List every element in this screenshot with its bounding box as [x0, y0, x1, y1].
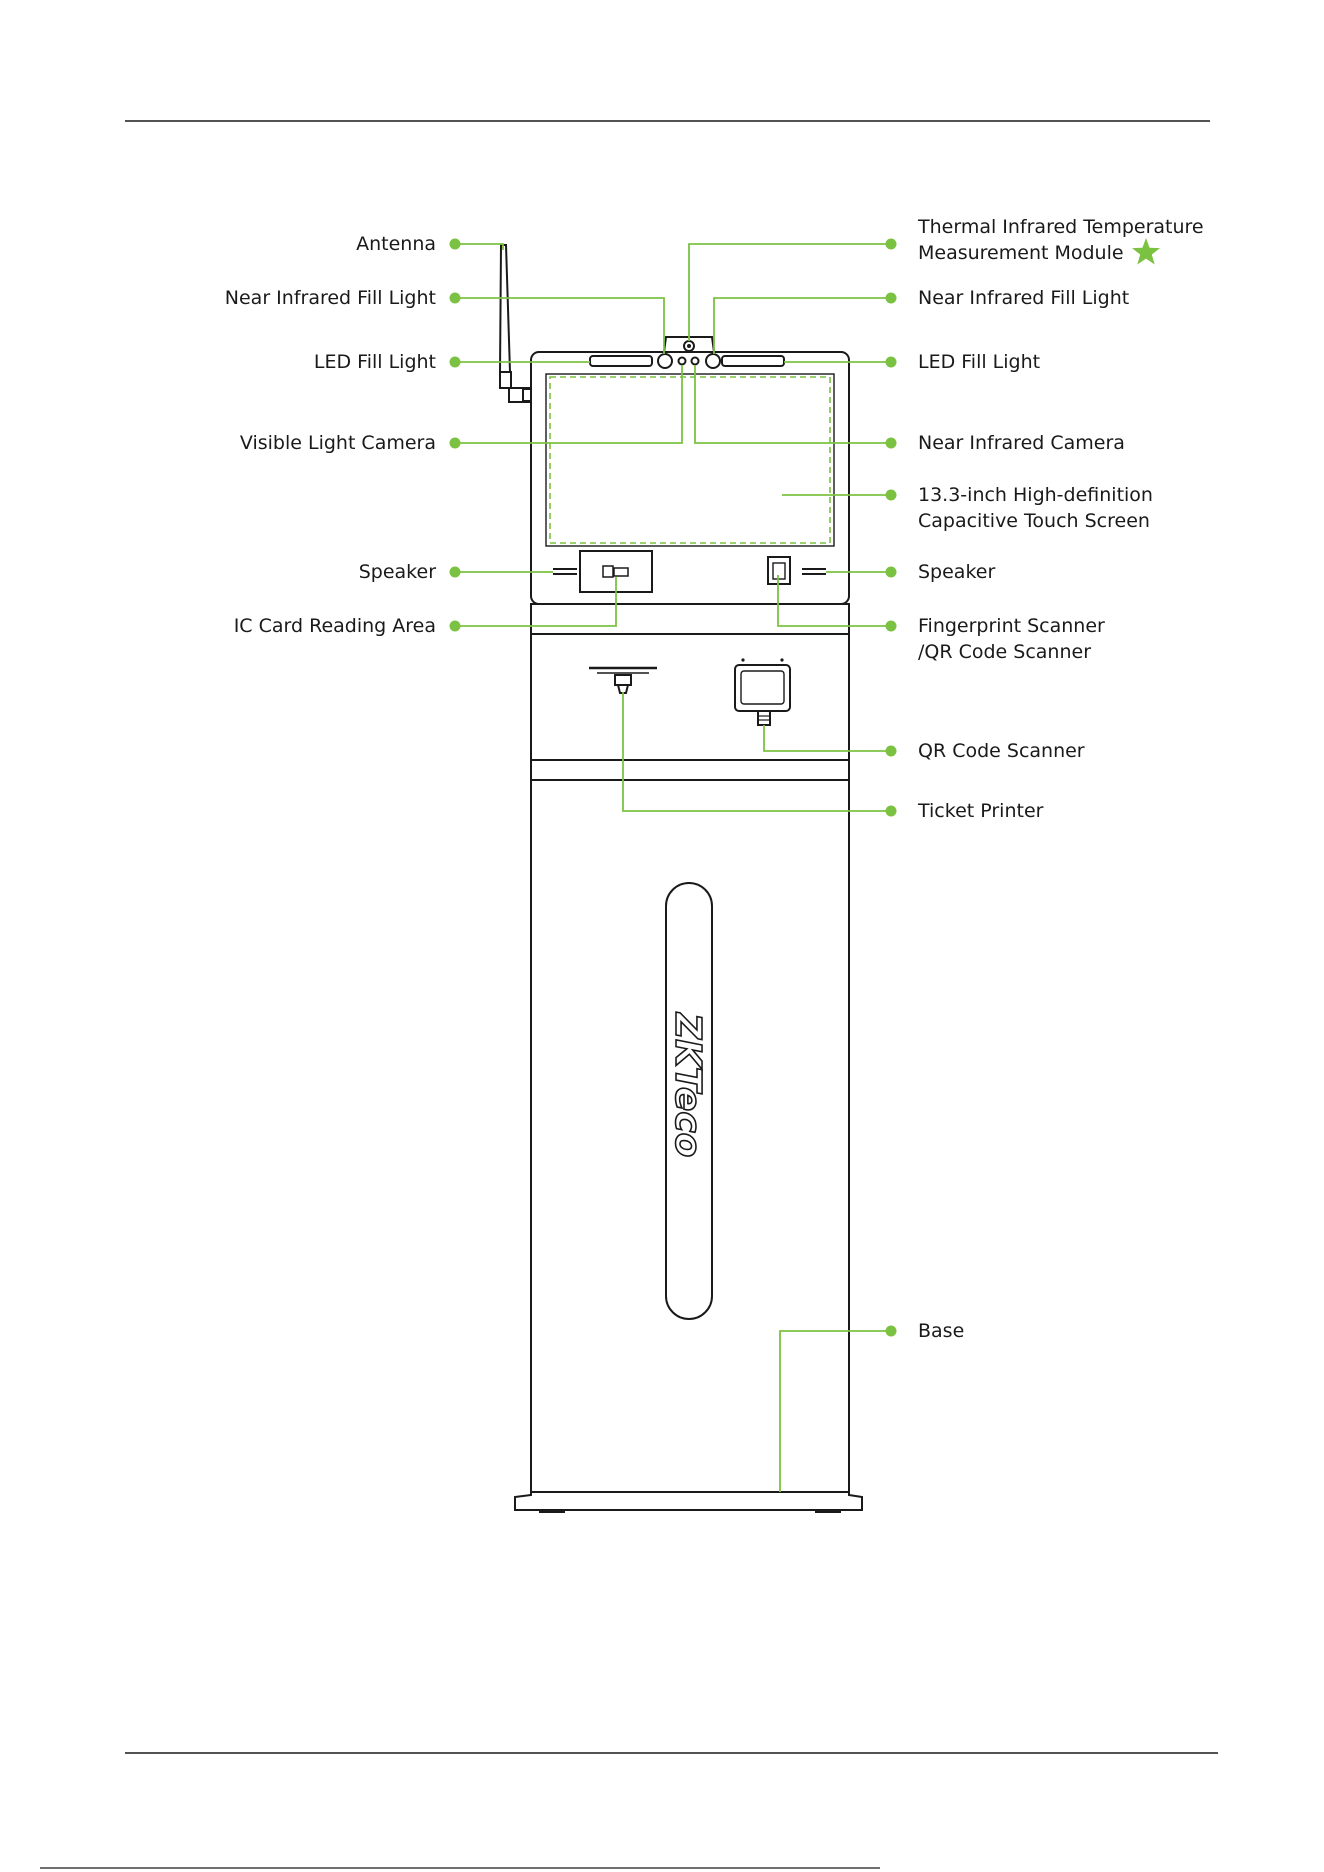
leader-lines [455, 243, 891, 1492]
leader-near-ir-fill-right [713, 297, 891, 354]
brand-logo: ZKTeco [667, 1012, 708, 1157]
label-ic-card: IC Card Reading Area [234, 615, 436, 637]
leader-near-ir-fill-left [455, 297, 665, 354]
label-led-fill-left: LED Fill Light [314, 351, 436, 373]
speaker-grille-left [553, 568, 577, 575]
kiosk-device: ZKTeco [498, 244, 863, 1513]
leader-fingerprint [777, 575, 891, 627]
logo-panel [665, 882, 713, 1320]
label-base: Base [918, 1320, 964, 1342]
ir-fill-light-right-icon [705, 353, 721, 369]
leader-base [779, 1330, 891, 1492]
qr-scanner-housing [734, 658, 791, 726]
ir-camera-icon [690, 356, 700, 366]
label-antenna: Antenna [356, 233, 436, 255]
label-ticket-printer: Ticket Printer [917, 800, 1044, 822]
label-visible-camera: Visible Light Camera [240, 432, 436, 454]
speaker-grille-right [802, 568, 826, 575]
label-speaker-left: Speaker [359, 561, 436, 583]
label-thermal-module-line1: Thermal Infrared Temperature [917, 216, 1204, 238]
led-bar-right [721, 355, 785, 367]
label-touch-screen-line1: 13.3-inch High-definition [918, 484, 1153, 506]
leader-visible-camera [455, 365, 683, 444]
label-near-ir-camera: Near Infrared Camera [918, 432, 1125, 454]
label-thermal-module-line2: Measurement Module [918, 242, 1124, 264]
label-touch-screen-line2: Capacitive Touch Screen [918, 510, 1150, 532]
leader-antenna [455, 243, 504, 250]
touch-screen [545, 373, 835, 547]
base-plate [514, 1491, 863, 1511]
leader-qr-scanner [763, 725, 891, 752]
label-fingerprint-line2: /QR Code Scanner [918, 641, 1091, 663]
leader-near-ir-camera [694, 365, 891, 444]
antenna-part [498, 244, 532, 403]
card-icon [602, 565, 629, 578]
label-near-ir-fill-right: Near Infrared Fill Light [918, 287, 1129, 309]
leader-ic-card [455, 577, 617, 627]
fingerprint-scanner [767, 556, 791, 585]
label-fingerprint-line1: Fingerprint Scanner [918, 615, 1105, 637]
label-led-fill-right: LED Fill Light [918, 351, 1040, 373]
touch-screen-active-area [549, 376, 831, 544]
ticket-printer-slot [589, 666, 657, 694]
kiosk-head [530, 351, 850, 605]
led-bar-left [589, 355, 653, 367]
label-speaker-right: Speaker [918, 561, 995, 583]
label-qr-scanner: QR Code Scanner [918, 740, 1085, 762]
label-near-ir-fill-left: Near Infrared Fill Light [225, 287, 436, 309]
leader-ticket-printer [622, 692, 891, 812]
leader-thermal-module [688, 243, 891, 341]
callout-dots [449, 238, 897, 1337]
ir-fill-light-left-icon [657, 353, 673, 369]
visible-camera-icon [677, 356, 687, 366]
kiosk-middle [530, 633, 850, 781]
star-icon [1132, 238, 1160, 265]
kiosk-neck [530, 603, 850, 635]
